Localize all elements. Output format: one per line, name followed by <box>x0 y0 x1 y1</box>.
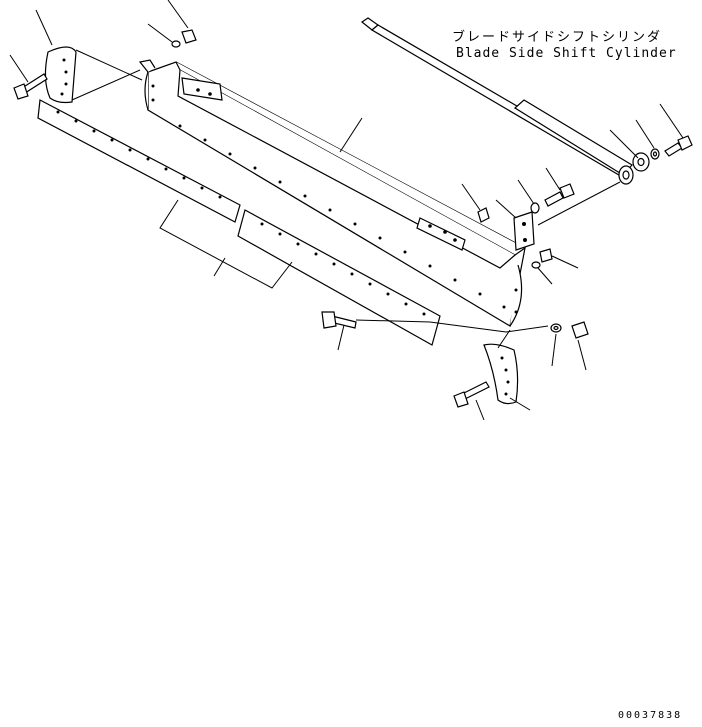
end-bit-right[interactable] <box>483 343 519 405</box>
end-bit-left[interactable] <box>44 46 77 104</box>
end-bit-bolt-right[interactable] <box>453 381 490 408</box>
end-bit-bolt-left[interactable] <box>13 73 48 100</box>
washer-top-left[interactable] <box>171 40 181 48</box>
stopper-plug[interactable] <box>477 207 490 223</box>
nut-right[interactable] <box>571 321 589 339</box>
cylinder-bracket-plate[interactable] <box>513 211 535 251</box>
bracket-washer[interactable] <box>530 202 540 214</box>
nut-top-left[interactable] <box>181 29 197 44</box>
washer-right[interactable] <box>550 323 562 333</box>
part-name-jp: ブレードサイドシフトシリンダ <box>452 30 663 45</box>
drawing-number: 00037838 <box>618 710 683 721</box>
cutting-edge-bolt[interactable] <box>321 311 357 329</box>
side-shift-cylinder[interactable] <box>360 17 634 185</box>
blade-moldboard[interactable] <box>138 59 526 327</box>
part-name-en: Blade Side Shift Cylinder <box>456 46 677 61</box>
cylinder-bolt[interactable] <box>664 135 693 157</box>
cutting-edge-left[interactable] <box>37 99 241 223</box>
bracket-bolt[interactable] <box>544 183 575 207</box>
bracket-nut-washer[interactable] <box>531 261 541 269</box>
bracket-nut[interactable] <box>539 248 553 263</box>
cylinder-washer-small[interactable] <box>650 148 660 160</box>
cutting-edge-right[interactable] <box>237 209 441 346</box>
